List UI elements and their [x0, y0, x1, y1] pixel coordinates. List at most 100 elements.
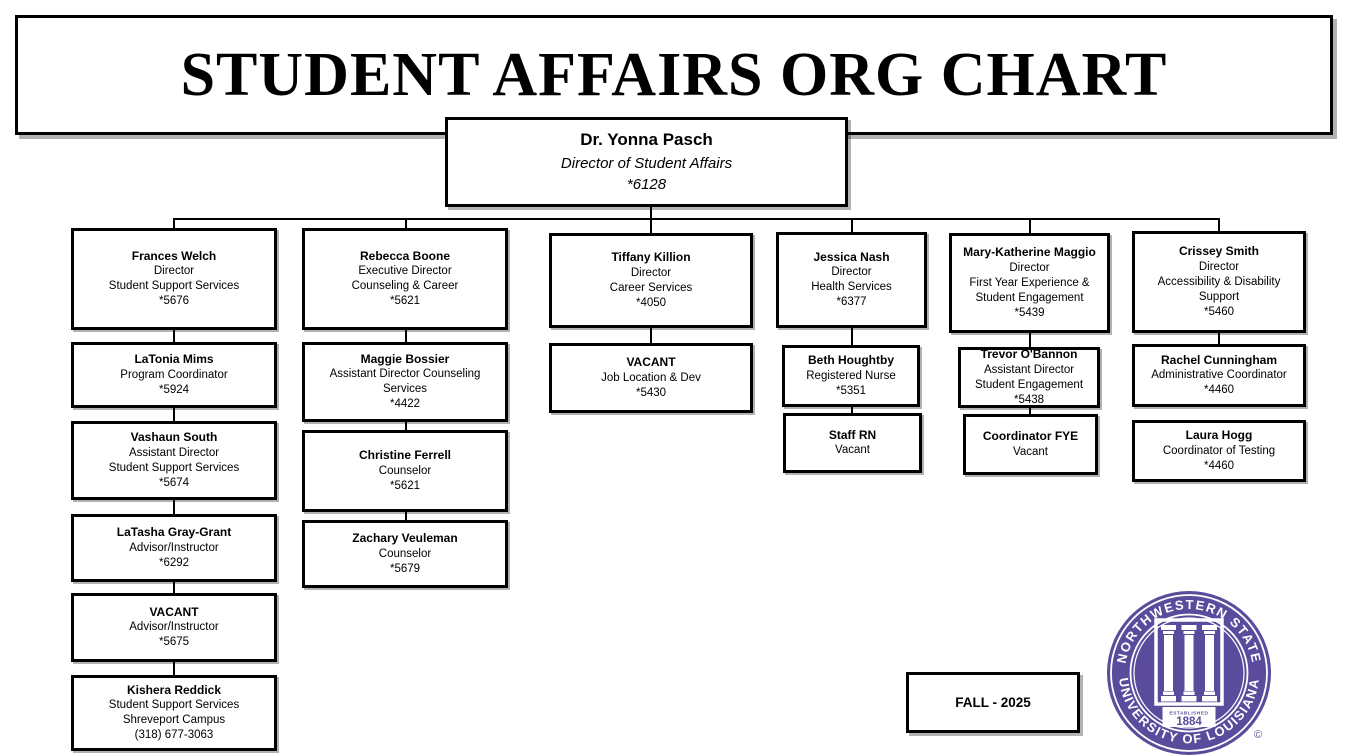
person-name: VACANT	[149, 604, 199, 619]
org-box-laura-hogg: Laura Hogg Coordinator of Testing *4460	[1132, 420, 1306, 482]
person-detail: Director	[630, 266, 672, 279]
person-detail: Counseling & Career	[351, 280, 459, 293]
person-detail: Shreveport Campus	[122, 714, 226, 727]
title-banner: STUDENT AFFAIRS ORG CHART	[15, 15, 1333, 135]
person-detail: Career Services	[609, 281, 693, 294]
person-extension: *5621	[389, 295, 421, 308]
position-name: Coordinator FYE	[982, 429, 1079, 444]
connector-line	[1218, 218, 1220, 232]
person-name: Vashaun South	[130, 430, 218, 445]
connector-line	[851, 218, 853, 233]
person-extension: *5351	[835, 384, 867, 397]
position-name: Staff RN	[828, 427, 877, 442]
person-extension: *6377	[836, 296, 867, 309]
connector-line	[405, 330, 407, 342]
person-extension: *4460	[1203, 384, 1235, 397]
person-name: Dr. Yonna Pasch	[580, 129, 713, 149]
org-box-director-of-student-affairs: Dr. Yonna Pasch Director of Student Affa…	[445, 117, 848, 207]
person-detail: First Year Experience & Student Engageme…	[969, 276, 1090, 304]
copyright-symbol: ©	[1254, 729, 1262, 741]
person-extension: *5621	[389, 479, 421, 492]
org-box-rachel-cunningham: Rachel Cunningham Administrative Coordin…	[1132, 344, 1306, 407]
org-box-staff-rn: Staff RN Vacant	[783, 413, 922, 473]
org-box-zachary-veuleman: Zachary Veuleman Counselor *5679	[302, 520, 508, 588]
person-detail: Student Engagement	[974, 378, 1084, 391]
person-detail: Director	[1198, 260, 1240, 273]
person-detail: Counselor	[378, 547, 432, 560]
person-extension: *5674	[158, 476, 190, 489]
person-detail: Executive Director	[358, 265, 452, 278]
person-detail: Job Location & Dev	[601, 371, 701, 384]
person-extension: *5676	[158, 295, 190, 308]
org-box-frances-welch: Frances Welch Director Student Support S…	[71, 228, 277, 330]
person-detail: Student Support Services	[108, 699, 240, 712]
person-name: Kishera Reddick	[126, 682, 222, 697]
connector-line	[1029, 408, 1031, 414]
connector-line	[173, 500, 175, 514]
person-name: Maggie Bossier	[360, 351, 450, 366]
person-detail: Counselor	[378, 464, 432, 477]
seal-columns-icon	[1154, 618, 1224, 706]
person-name: Frances Welch	[131, 248, 217, 263]
person-extension: *4422	[389, 398, 421, 411]
connector-line	[173, 218, 175, 229]
person-name: Beth Houghtby	[808, 353, 894, 368]
person-detail: Accessibility & Disability Support	[1157, 275, 1281, 303]
org-box-beth-houghtby: Beth Houghtby Registered Nurse *5351	[782, 345, 920, 407]
person-name: Rachel Cunningham	[1160, 352, 1277, 367]
person-extension: *6292	[158, 556, 190, 569]
person-name: Tiffany Killion	[611, 250, 691, 265]
person-detail: Health Services	[811, 281, 892, 294]
person-detail: Coordinator of Testing	[1162, 444, 1276, 457]
person-phone: (318) 677-3063	[134, 729, 214, 742]
org-box-rebecca-boone: Rebecca Boone Executive Director Counsel…	[302, 228, 508, 330]
org-box-latonia-mims: LaTonia Mims Program Coordinator *5924	[71, 342, 277, 408]
person-extension: *5460	[1203, 305, 1235, 318]
person-detail: Student Support Services	[108, 461, 240, 474]
person-detail: Registered Nurse	[806, 369, 896, 382]
person-detail: Director	[153, 265, 195, 278]
org-box-vacant-advisor-instructor: VACANT Advisor/Instructor *5675	[71, 593, 277, 662]
connector-line	[1029, 218, 1031, 234]
person-detail: Director	[1009, 261, 1050, 274]
org-box-trevor-obannon: Trevor O'Bannon Assistant Director Stude…	[958, 347, 1100, 408]
seal-established-label: ESTABLISHED	[1170, 711, 1209, 717]
seal-established-banner: ESTABLISHED 1884	[1162, 707, 1216, 728]
person-name: Jessica Nash	[813, 249, 890, 264]
person-detail: Advisor/Instructor	[129, 541, 219, 554]
connector-line	[650, 328, 652, 343]
org-box-vashaun-south: Vashaun South Assistant Director Student…	[71, 421, 277, 500]
position-status: Vacant	[835, 444, 870, 457]
term-box: FALL - 2025	[906, 672, 1080, 733]
connector-line	[173, 330, 175, 342]
person-extension: *5924	[158, 383, 190, 396]
nsu-university-seal-icon: NORTHWESTERN STATE UNIVERSITY OF LOUISIA…	[1107, 591, 1271, 755]
person-name: Zachary Veuleman	[352, 531, 458, 546]
person-extension: *5679	[389, 562, 421, 575]
org-box-kishera-reddick: Kishera Reddick Student Support Services…	[71, 675, 277, 751]
person-name: LaTasha Gray-Grant	[116, 525, 232, 540]
person-name: Laura Hogg	[1185, 428, 1253, 443]
org-box-vacant-job-location: VACANT Job Location & Dev *5430	[549, 343, 753, 413]
person-extension: *5439	[1014, 306, 1045, 319]
person-name: Trevor O'Bannon	[980, 347, 1078, 362]
org-box-jessica-nash: Jessica Nash Director Health Services *6…	[776, 232, 927, 328]
person-extension: *4050	[635, 296, 667, 309]
person-name: Rebecca Boone	[359, 248, 451, 263]
connector-line	[173, 218, 1219, 220]
person-detail: Assistant Director Counseling Services	[329, 368, 481, 396]
person-detail: Advisor/Instructor	[129, 621, 219, 634]
person-detail: Assistant Director	[983, 363, 1075, 376]
person-detail: Director	[831, 266, 872, 279]
connector-line	[650, 207, 652, 218]
connector-line	[851, 407, 853, 413]
person-extension: *5675	[158, 636, 190, 649]
connector-line	[173, 662, 175, 675]
connector-line	[1218, 333, 1220, 344]
connector-line	[650, 218, 652, 234]
person-extension: *4460	[1203, 459, 1235, 472]
person-name: Mary-Katherine Maggio	[963, 245, 1096, 260]
org-box-crissey-smith: Crissey Smith Director Accessibility & D…	[1132, 231, 1306, 333]
person-detail: Program Coordinator	[120, 368, 228, 381]
term-label: FALL - 2025	[955, 695, 1031, 710]
